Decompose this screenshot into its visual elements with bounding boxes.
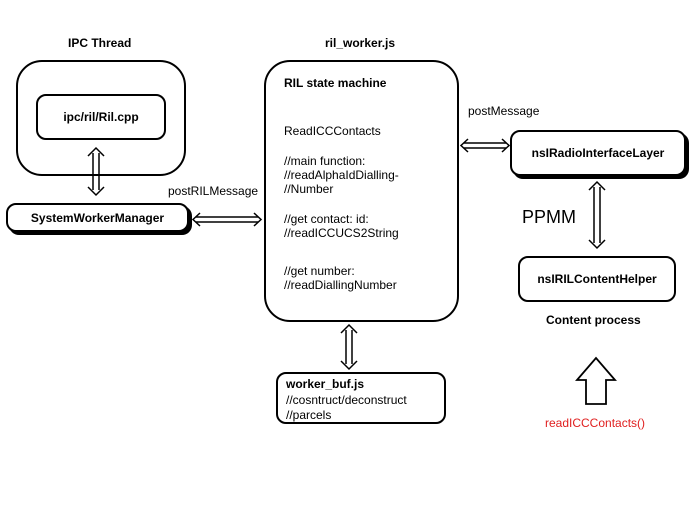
radio-interface-layer-box: nsIRadioInterfaceLayer	[510, 130, 686, 176]
ipc-thread-container: ipc/ril/Ril.cpp	[16, 60, 186, 176]
ipc-thread-title: IPC Thread	[68, 36, 132, 50]
worker-buf-line1: //cosntruct/deconstruct	[286, 393, 407, 407]
ppmm-label: PPMM	[522, 207, 576, 227]
ipc-to-swm-arrow	[87, 146, 105, 197]
ril-cpp-box: ipc/ril/Ril.cpp	[36, 94, 166, 140]
ril-worker-container: RIL state machine ReadICCContacts //main…	[264, 60, 459, 322]
ril-state-machine-heading: RIL state machine	[284, 76, 387, 90]
worker-to-buf-arrow	[340, 323, 358, 371]
worker-to-ril-layer-arrow	[459, 138, 511, 153]
post-message-label: postMessage	[468, 104, 540, 118]
ril-layer-to-content-helper-arrow	[588, 180, 606, 250]
post-ril-message-label: postRILMessage	[168, 184, 259, 198]
read-icc-contacts-label: ReadICCContacts	[284, 124, 381, 138]
system-worker-manager-box: SystemWorkerManager	[6, 203, 189, 232]
system-worker-manager-label: SystemWorkerManager	[30, 210, 165, 225]
read-icc-contacts-call: readICCContacts()	[545, 416, 646, 430]
content-helper-label: nsIRILContentHelper	[537, 272, 657, 286]
call-up-arrow	[575, 356, 617, 405]
worker-buf-box: worker_buf.js //cosntruct/deconstruct //…	[276, 372, 446, 424]
swm-to-worker-arrow	[191, 212, 263, 227]
radio-interface-layer-label: nsIRadioInterfaceLayer	[531, 146, 665, 160]
get-number-comment: //get number: //readDiallingNumber	[284, 264, 397, 292]
worker-buf-line2: //parcels	[286, 408, 332, 422]
ril-worker-title: ril_worker.js	[325, 36, 396, 50]
content-helper-box: nsIRILContentHelper	[518, 256, 676, 302]
get-contact-comment: //get contact: id: //readICCUCS2String	[284, 212, 399, 240]
main-function-comment: //main function: //readAlphaIdDialling- …	[284, 154, 399, 196]
content-process-label: Content process	[546, 313, 641, 327]
ril-cpp-label: ipc/ril/Ril.cpp	[63, 110, 139, 124]
worker-buf-title: worker_buf.js	[286, 377, 365, 391]
